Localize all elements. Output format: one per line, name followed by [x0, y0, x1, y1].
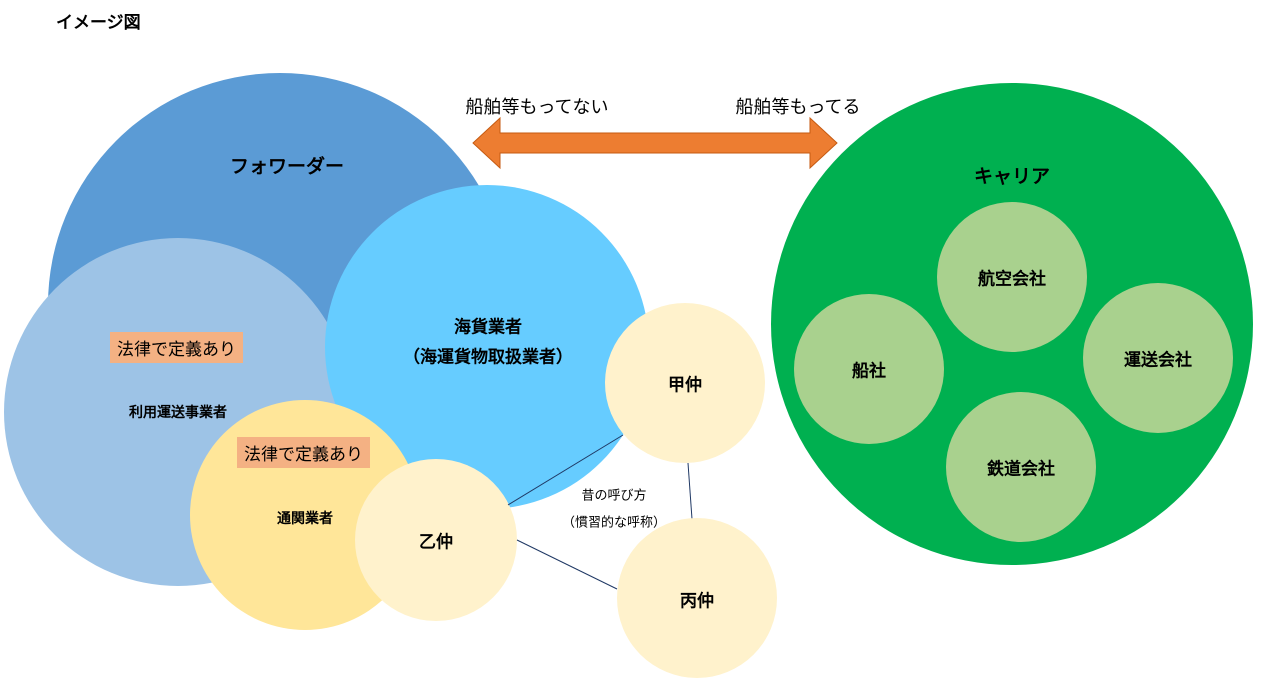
shipping-line-circle — [794, 294, 944, 444]
connector-otsu-ko — [507, 434, 624, 506]
arrow-left-label: 船舶等もってない — [465, 97, 609, 118]
double-arrow — [472, 116, 838, 170]
airline-label: 航空会社 — [978, 269, 1046, 290]
forwarder-label: フォワーダー — [229, 155, 345, 178]
kaika-circle — [325, 185, 649, 509]
tsukan-label: 通関業者 — [277, 511, 333, 527]
transport-company-label: 運送会社 — [1124, 350, 1192, 371]
connector-ko-hei — [687, 462, 693, 520]
otsu-circle — [355, 459, 517, 621]
tsukan-law-tag: 法律で定義あり — [237, 437, 370, 468]
kaika-sublabel: （海運貨物取扱業者） — [403, 347, 573, 368]
connector-otsu-hei — [516, 539, 618, 590]
nakama-note-line2: （慣習的な呼称） — [561, 515, 667, 531]
hei-circle — [617, 518, 777, 678]
ko-circle — [605, 303, 765, 463]
otsu-label: 乙仲 — [419, 532, 453, 553]
airline-circle — [937, 202, 1087, 352]
railway-company-label: 鉄道会社 — [987, 459, 1055, 480]
transport-company-circle — [1083, 283, 1233, 433]
hei-label: 丙仲 — [680, 591, 714, 612]
railway-company-circle — [946, 392, 1096, 542]
carrier-label: キャリア — [973, 165, 1051, 188]
ko-label: 甲仲 — [668, 375, 702, 396]
shipping-line-label: 船社 — [852, 361, 886, 382]
nakama-note-line1: 昔の呼び方 — [581, 488, 647, 504]
arrow-right-label: 船舶等もってる — [735, 97, 861, 118]
riyou-label: 利用運送事業者 — [129, 405, 227, 421]
page-title: イメージ図 — [56, 13, 141, 33]
kaika-label: 海貨業者 — [454, 317, 522, 338]
riyou-law-tag: 法律で定義あり — [110, 332, 243, 363]
